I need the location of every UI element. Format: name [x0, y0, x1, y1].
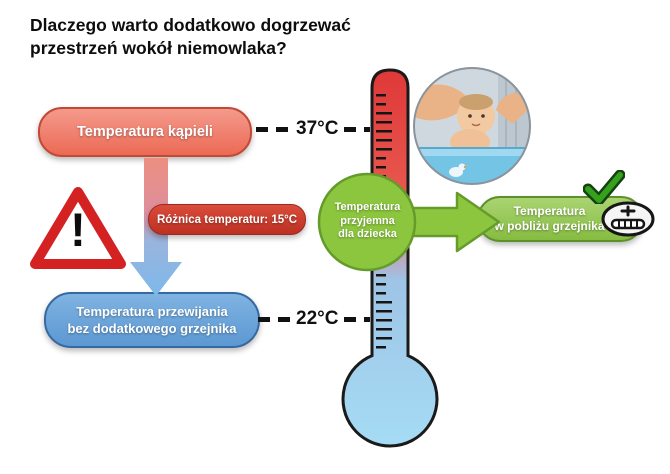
- changing-temp-label-line2: bez dodatkowego grzejnika: [67, 321, 237, 336]
- baby-bath-photo: [413, 67, 531, 185]
- thermometer-major-ticks-22: [376, 301, 392, 346]
- radiator-icon: [601, 201, 655, 237]
- exclamation-mark: !: [70, 203, 86, 256]
- heater-line2: w pobliżu grzejnika: [494, 219, 605, 233]
- pleasant-line2: przyjemna: [340, 214, 395, 227]
- changing-temp-label-line1: Temperatura przewijania: [76, 304, 228, 319]
- dashed-connector-22-left: [258, 317, 292, 322]
- page-title-line1: Dlaczego warto dodatkowo dogrzewać: [30, 15, 351, 35]
- page-title: Dlaczego warto dodatkowo dogrzewać przes…: [30, 14, 450, 60]
- page-title-line2: przestrzeń wokół niemowlaka?: [30, 38, 287, 58]
- pleasant-line1: Temperatura: [334, 201, 401, 213]
- warning-triangle-icon: [30, 187, 126, 269]
- thermometer-major-ticks-37: [376, 112, 392, 157]
- bath-temp-box: Temperatura kąpieli: [38, 107, 252, 157]
- dashed-connector-37-right: [344, 127, 370, 132]
- temp-value-22: 22°C: [296, 308, 339, 329]
- pleasant-line3: dla dziecka: [338, 228, 397, 240]
- heater-line1: Temperatura: [513, 204, 586, 218]
- difference-badge: Różnica temperatur: 15°C: [148, 204, 306, 235]
- difference-label: Różnica temperatur: 15°C: [156, 213, 298, 226]
- temp-value-37: 37°C: [296, 118, 339, 139]
- pleasant-temp-bubble: Temperatura przyjemna dla dziecka: [320, 201, 415, 242]
- dashed-connector-37-left: [256, 127, 292, 132]
- bath-temp-label: Temperatura kąpieli: [77, 124, 213, 140]
- changing-temp-box: Temperatura przewijania bez dodatkowego …: [44, 292, 260, 348]
- dashed-connector-22-right: [344, 317, 370, 322]
- check-icon: [583, 170, 625, 204]
